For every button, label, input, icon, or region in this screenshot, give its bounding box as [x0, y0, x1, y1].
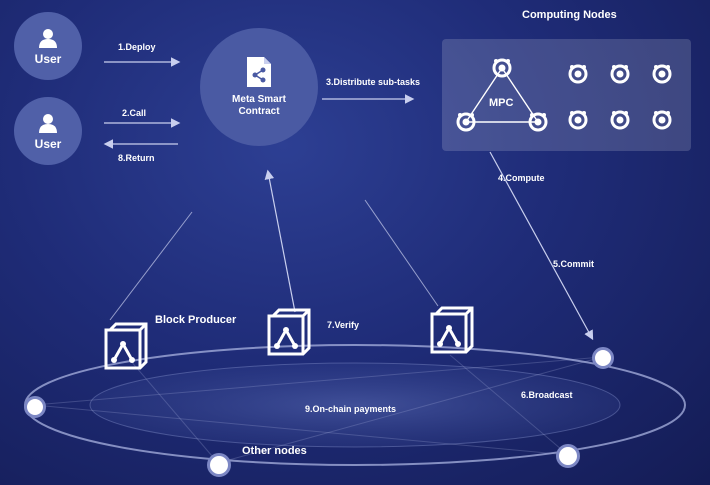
computing-nodes-panel — [442, 39, 691, 151]
line-producer-contract — [109, 211, 193, 321]
network-node — [592, 347, 614, 369]
step-distribute: 3.Distribute sub-tasks — [326, 77, 421, 87]
network-node — [24, 396, 46, 418]
user-label: User — [34, 136, 62, 151]
arrow-compute-commit — [489, 151, 594, 341]
step-deploy: 1.Deploy — [118, 42, 156, 52]
user-icon — [39, 28, 57, 48]
block-icon — [267, 308, 311, 356]
step-call: 2.Call — [122, 108, 147, 118]
user-label: User — [34, 51, 62, 66]
meta-smart-contract: Meta Smart Contract — [200, 28, 318, 146]
other-nodes-label: Other nodes — [242, 445, 307, 457]
mpc-label: MPC — [489, 97, 514, 109]
step-commit: 5.Commit — [553, 259, 595, 269]
node-icon — [492, 58, 512, 78]
node-icon — [610, 110, 630, 130]
network-node — [556, 444, 580, 468]
user-node-1: User — [14, 12, 82, 80]
step-payments: 9.On-chain payments — [305, 404, 397, 414]
node-icon — [568, 64, 588, 84]
step-return: 8.Return — [118, 153, 155, 163]
node-icon — [610, 64, 630, 84]
node-icon — [652, 64, 672, 84]
node-icon — [568, 110, 588, 130]
arrow-verify — [264, 169, 296, 313]
mpc-triangle — [464, 66, 540, 123]
step-verify: 7.Verify — [327, 320, 360, 330]
line-node-contract — [364, 199, 439, 307]
contract-label: Meta Smart Contract — [232, 94, 286, 117]
node-icon — [528, 112, 548, 132]
step-broadcast: 6.Broadcast — [521, 390, 573, 400]
document-share-icon — [247, 57, 271, 87]
block-icon — [104, 322, 148, 370]
computing-nodes-title: Computing Nodes — [522, 9, 617, 21]
user-node-2: User — [14, 97, 82, 165]
network-inner-ring — [89, 362, 621, 448]
block-producer-title: Block Producer — [155, 314, 237, 326]
step-compute: 4.Compute — [498, 173, 545, 183]
user-icon — [39, 113, 57, 133]
node-icon — [456, 112, 476, 132]
block-icon — [430, 306, 474, 354]
network-node — [207, 453, 231, 477]
node-icon — [652, 110, 672, 130]
